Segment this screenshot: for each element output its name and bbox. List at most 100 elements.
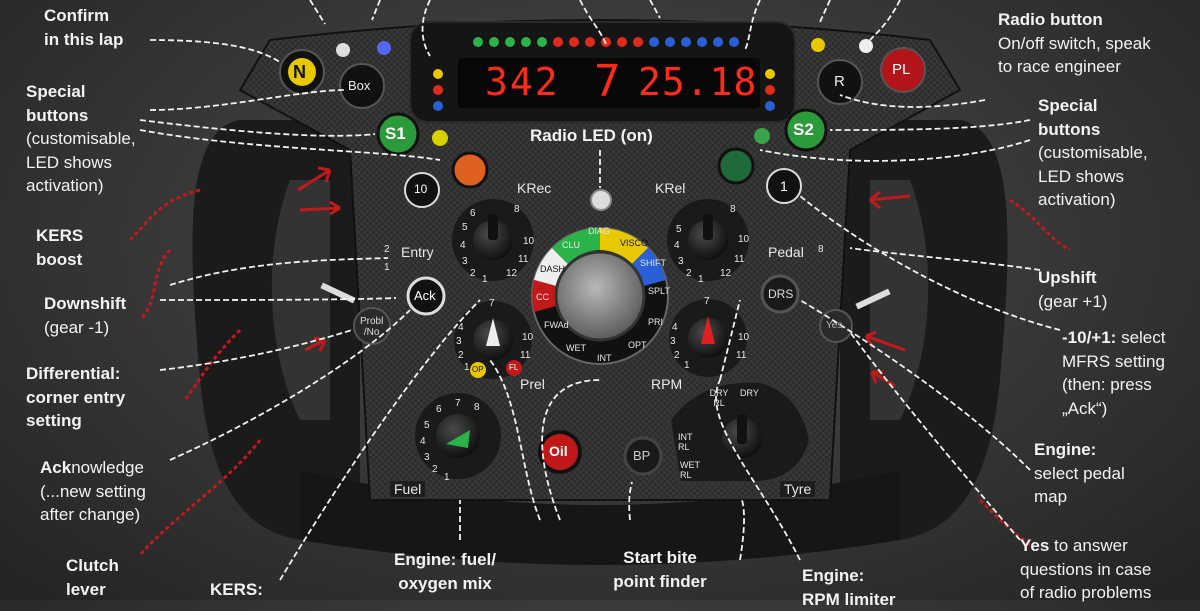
label-kers-boost-line2: boost — [36, 248, 83, 272]
tyre-int-rl: INT RL — [678, 432, 692, 452]
knob-number: 4 — [672, 322, 678, 333]
label-clutch: Clutch lever — [66, 554, 119, 601]
tyre-dry: DRY — [740, 388, 759, 398]
knob-number: 8 — [730, 204, 736, 215]
label-engine-fuel: Engine: fuel/ oxygen mix — [380, 548, 510, 595]
label-special-left-title1: Special — [26, 80, 136, 104]
s1-button[interactable]: S1 — [385, 124, 406, 144]
label-acknowledge: Acknowledge (...new setting after change… — [40, 456, 146, 527]
label-special-left-desc1: (customisable, — [26, 127, 136, 151]
tyre-wet-rl: WET RL — [680, 460, 700, 480]
mode-cc: CC — [536, 292, 549, 302]
bp-button[interactable]: BP — [633, 448, 650, 463]
label-acknowledge-desc1: (...new setting — [40, 480, 146, 504]
label-special-right-desc2: LED shows — [1038, 165, 1148, 189]
rpm-label: RPM — [651, 376, 682, 392]
mode-visco: VISCO — [620, 238, 648, 248]
krec-label: KRec — [517, 180, 551, 196]
label-engine-pedal-title: Engine: — [1034, 438, 1125, 462]
label-special-right-desc1: (customisable, — [1038, 141, 1148, 165]
box-button[interactable]: Box — [348, 78, 370, 93]
knob-number: 12 — [720, 268, 731, 279]
label-engine-rpm-line2: RPM limiter — [802, 588, 896, 611]
mode-selector — [532, 228, 668, 364]
ack-button[interactable]: Ack — [414, 288, 436, 303]
knob-number: 12 — [506, 268, 517, 279]
mode-int: INT — [597, 353, 612, 363]
mode-opt: OPT — [628, 340, 647, 350]
knob-number: 5 — [424, 420, 430, 431]
label-mfrs-desc3: „Ack“) — [1062, 397, 1165, 421]
label-downshift-desc: (gear -1) — [44, 316, 126, 340]
probl-label: Probl — [360, 316, 383, 327]
label-radio-led: Radio LED (on) — [530, 124, 653, 148]
knob-number: 4 — [420, 436, 426, 447]
label-differential: Differential: corner entry setting — [26, 362, 125, 433]
drs-button[interactable]: DRS — [768, 287, 793, 301]
knob-number: 2 — [686, 268, 692, 279]
label-acknowledge-rest: nowledge — [71, 458, 144, 477]
display-gear: 7 — [594, 56, 621, 107]
knob-number: 7 — [704, 296, 710, 307]
label-mfrs-desc2: (then: press — [1062, 373, 1165, 397]
pedal-number-8: 8 — [818, 244, 824, 255]
knob-number: 4 — [674, 240, 680, 251]
knob-number: 5 — [676, 224, 682, 235]
label-confirm: Confirm in this lap — [44, 4, 123, 51]
pl-button[interactable]: PL — [892, 61, 910, 78]
left-grip — [192, 120, 360, 540]
mode-shift: SHIFT — [640, 258, 666, 268]
rpm-rotary — [668, 298, 748, 378]
knob-number: 6 — [470, 208, 476, 219]
r-button[interactable]: R — [834, 73, 845, 90]
knob-number: 3 — [670, 336, 676, 347]
probl-button[interactable]: Probl /No — [360, 316, 383, 338]
n-button[interactable]: N — [293, 62, 306, 83]
plus1-button[interactable]: 1 — [780, 178, 788, 194]
display-right-value: 25.18 — [638, 60, 757, 104]
label-yes-em: Yes — [1020, 536, 1049, 555]
label-clutch-line1: Clutch — [66, 554, 119, 578]
label-special-right-title1: Special — [1038, 94, 1148, 118]
knob-number: 6 — [436, 404, 442, 415]
label-radio-led-text: Radio LED (on) — [530, 124, 653, 148]
knob-number: 3 — [678, 256, 684, 267]
label-confirm-line1: Confirm — [44, 4, 123, 28]
knob-number: 2 — [432, 464, 438, 475]
mode-clu: CLU — [562, 240, 580, 250]
label-differential-line1: Differential: — [26, 362, 125, 386]
label-upshift-desc: (gear +1) — [1038, 290, 1107, 314]
label-engine-pedal-desc1: select pedal — [1034, 462, 1125, 486]
mode-wet: WET — [566, 343, 586, 353]
krel-label: KRel — [655, 180, 685, 196]
radio-led — [591, 190, 611, 210]
mode-pri: PRI — [648, 317, 663, 327]
knob-number: 4 — [460, 240, 466, 251]
label-kers-boost: KERS boost — [36, 224, 83, 271]
minus10-button[interactable]: 10 — [414, 182, 427, 196]
knob-number: 8 — [514, 204, 520, 215]
label-special-left-title2: buttons — [26, 104, 136, 128]
knob-number: 1 — [684, 360, 690, 371]
oil-button[interactable]: Oil — [549, 443, 568, 459]
knob-number: 10 — [522, 332, 533, 343]
entry-label: Entry — [401, 244, 434, 260]
label-mfrs: -10/+1: select MFRS setting (then: press… — [1062, 326, 1165, 420]
knob-number: 10 — [523, 236, 534, 247]
right-grip — [840, 120, 1008, 540]
label-differential-line3: setting — [26, 409, 125, 433]
knob-number: 1 — [444, 472, 450, 483]
s2-button[interactable]: S2 — [793, 120, 814, 140]
label-engine-rpm-line1: Engine: — [802, 564, 896, 588]
tyre-dry-rl: DRY RL — [706, 388, 732, 408]
knob-number: 3 — [462, 256, 468, 267]
yes-button[interactable]: Yes — [826, 320, 842, 331]
label-yes-rest: to answer — [1049, 536, 1127, 555]
label-engine-fuel-line2: oxygen mix — [380, 572, 510, 596]
prel-label: Prel — [520, 376, 545, 392]
label-clutch-line2: lever — [66, 578, 119, 602]
label-engine-fuel-line1: Engine: fuel/ — [380, 548, 510, 572]
knob-number: 10 — [738, 234, 749, 245]
label-downshift-title: Downshift — [44, 292, 126, 316]
